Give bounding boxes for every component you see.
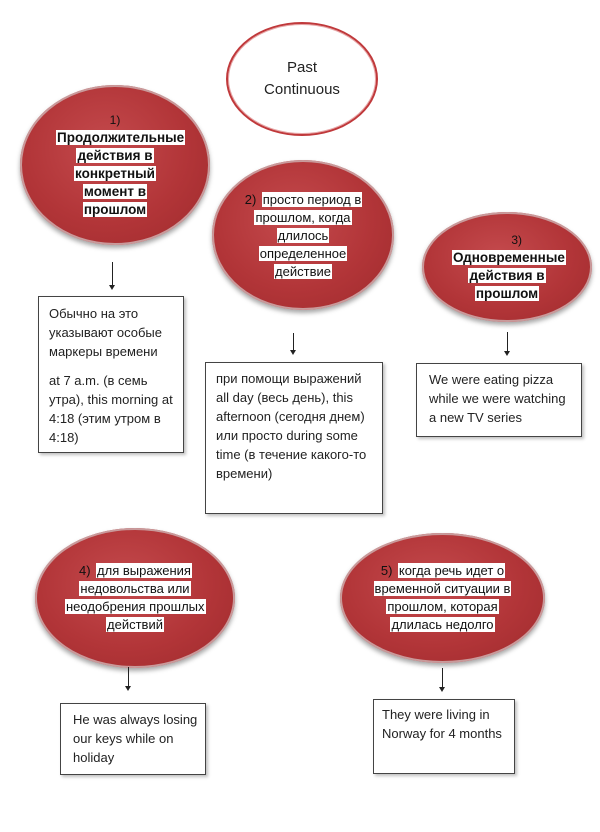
box-1: Обычно на это указывают особые маркеры в… — [38, 296, 184, 453]
node-4-number: 4) — [79, 563, 91, 578]
arrow-4 — [125, 686, 131, 691]
connector-2 — [293, 333, 294, 351]
title-line-1: Past — [286, 59, 317, 76]
node-5-number: 5) — [380, 563, 393, 578]
box-2-text-1: при помощи выражений all day (весь день)… — [216, 371, 367, 481]
arrow-2 — [290, 350, 296, 355]
box-1-text-1: Обычно на это указывают особые маркеры в… — [49, 306, 163, 359]
node-1-label: Продолжительные действия в конкретный мо… — [56, 129, 186, 217]
node-2: 2) просто период в прошлом, когда длилос… — [212, 160, 394, 310]
connector-3 — [507, 332, 508, 352]
node-4: 4) для выражения недовольства или неодоб… — [35, 528, 235, 668]
node-1-number: 1) — [109, 112, 121, 127]
arrow-3 — [504, 351, 510, 356]
box-3-text-1: We were eating pizza while we were watch… — [429, 372, 566, 425]
node-5-label: когда речь идет о временной ситуации в п… — [373, 563, 512, 632]
node-5: 5) когда речь идет о временной ситуации … — [340, 533, 545, 663]
node-2-number: 2) — [244, 192, 257, 207]
node-1: 1) Продолжительные действия в конкретный… — [20, 85, 210, 245]
box-4-text-1: He was always losing our keys while on h… — [73, 712, 198, 765]
box-5-text-1: They were living in Norway for 4 months — [382, 707, 502, 741]
title-line-2: Continuous — [264, 81, 340, 98]
box-2: при помощи выражений all day (весь день)… — [205, 362, 383, 514]
box-3: We were eating pizza while we were watch… — [416, 363, 582, 437]
node-2-label: просто период в прошлом, когда длилось о… — [254, 192, 363, 279]
connector-4 — [128, 667, 129, 687]
connector-5 — [442, 668, 443, 688]
box-1-text-2: at 7 a.m. (в семь утра), this morning at… — [49, 373, 173, 445]
title-circle: Past Continuous — [226, 22, 378, 136]
node-3-label: Одновременные действия в прошлом — [452, 249, 566, 301]
node-3: 3) Одновременные действия в прошлом — [422, 212, 592, 322]
node-3-number: 3) — [511, 232, 522, 247]
arrow-5 — [439, 687, 445, 692]
box-4: He was always losing our keys while on h… — [60, 703, 206, 775]
box-5: They were living in Norway for 4 months — [373, 699, 515, 774]
arrow-1 — [109, 285, 115, 290]
connector-1 — [112, 262, 113, 286]
